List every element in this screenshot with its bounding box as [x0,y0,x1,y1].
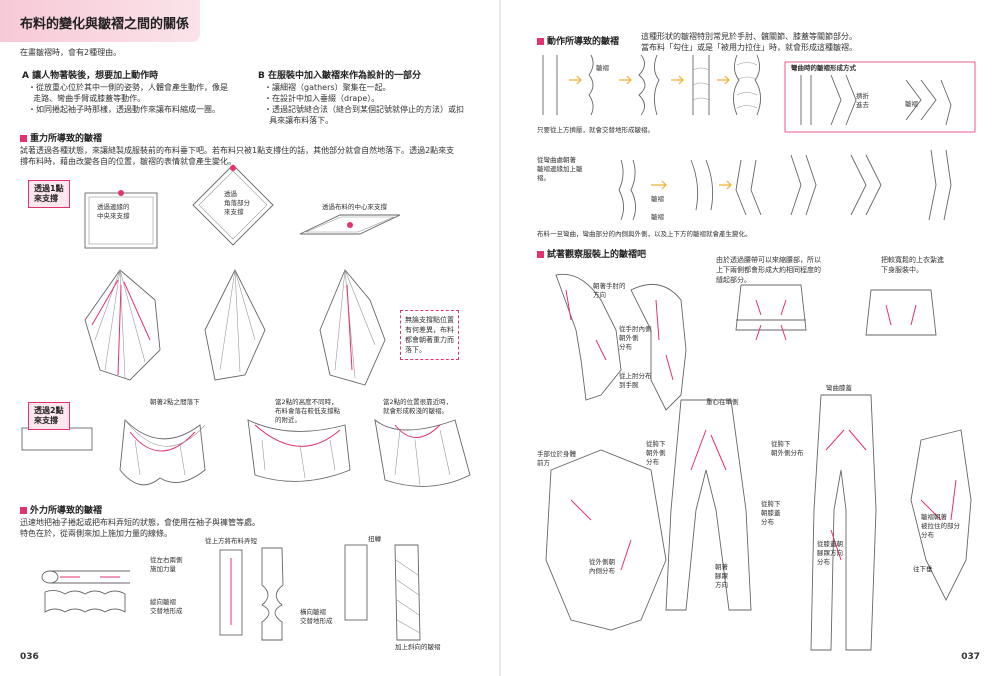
motion-illustrations [542,54,976,651]
label-between-points: 朝著2點之間落下 [150,398,200,406]
observe-heading: 試著觀察服裝上的皺褶吧 [537,247,646,260]
label-horizontal-folds: 橫向皺褶 交替地形成 [300,608,333,625]
label-diagonal-folds: 加上斜向的皺褶 [395,643,441,651]
label-edge-center: 透過邊緣的 中央來支撐 [97,203,130,220]
label-twist: 扭轉 [368,535,381,543]
label-close-points: 當2點的位置很靠近時， 就會形成較淺的皺褶。 [383,398,453,415]
observe-desc: 由於透過腰帶可以來縮腰部，所以 上下兩側都會形成大約相同程度的 縫起部分。 [716,256,821,284]
two-point-tag: 透過2點 來支撐 [28,402,70,430]
observe-label-10: 朝著 腳踝 方向 [715,563,728,589]
intro-text: 在畫皺褶時，會有2種理由。 [20,48,122,57]
observe-label-13: 往下垂 [913,565,933,573]
gravity-line-1: 試著透過各種狀態，來讓縫製成服裝前的布料垂下吧。若布料只被1點支撐住的話，其他部… [20,146,455,155]
observe-label-5: 手部位於身體 前方 [537,450,576,467]
observe-label-7: 從胯下 朝外側分布 [771,440,804,457]
bend-box-label-1: 擠折 進去 [856,92,869,109]
motion-label-inner-outer: 布料一旦彎曲，彎曲部分的內側與外側，以及上下方的皺褶就會產生變化。 [537,230,752,238]
reason-a-heading: A 讓人物著裝後，想要加上動作時 [22,71,159,81]
label-corner: 透過 角落部分 來支撐 [224,190,250,216]
bend-box-title: 彎曲時的皺褶形成方式 [791,64,856,72]
gravity-line-2: 撐布料時，藉由改變各自的位置，皺褶的表情就會產生變化。 [20,157,236,166]
motion-desc-1: 這種形狀的皺褶特別常見於手肘、髖關節、膝蓋等關節部分。 [641,32,857,41]
external-line-2: 特色在於，從兩側來加上施加力量的線條。 [20,529,172,538]
reason-b-heading: B 在服裝中加入皺褶來作為設計的一部分 [258,71,421,81]
observe-label-9: 從外側朝 內側分布 [589,558,615,575]
gravity-heading: 重力所導致的皺褶 [20,131,102,144]
motion-heading: 動作所導致的皺褶 [537,34,619,47]
bend-box-label-2: 皺褶 [905,100,918,108]
reason-b-line-3: ・透過記號縫合法（縫合到某個記號就停止的方法）或扣 [264,105,464,114]
label-both-sides: 從左右兩側 施加力量 [150,556,183,573]
motion-label-bend: 從彎曲處朝著 皺褶邊緣加上皺 褶。 [537,156,583,182]
observe-desc-2: 把較寬鬆的上衣紮進 下身服裝中。 [881,256,944,274]
external-line-1: 迅速地把袖子捲起或把布料弄短的狀態，會使用在袖子與褲管等處。 [20,518,260,527]
label-vertical-folds: 縱向皺褶 交替地形成 [150,598,183,615]
label-cloth-center: 透過布料的中心來支撐 [322,203,387,211]
label-shorten-from-top: 從上方將布料弄短 [205,537,257,545]
reason-b-line-1: ・讓細褶（gathers）聚集在一起。 [264,83,391,92]
left-page: 布料的變化與皺褶之間的關係 在畫皺褶時，會有2種理由。 A 讓人物著裝後，想要加… [0,0,499,676]
page-gutter [499,0,501,676]
motion-label-fold-2: 皺褶 [651,195,664,203]
label-different-height: 當2點的高度不同時， 布料會落在較低支撐點 的附近。 [275,398,340,424]
observe-label-2: 從上肘分布 到手腕 [619,372,652,389]
observe-label-12: 皺褶朝著 被拉住的部分 分布 [921,513,960,539]
gravity-note: 無論支撐點位置 有何差異，布料 都會朝著重力而 落下。 [400,310,459,360]
motion-label-fold-3: 皺褶 [651,213,664,221]
external-heading: 外力所導致的皺褶 [20,503,102,516]
right-page: 動作所導致的皺褶 這種形狀的皺褶特別常見於手肘、髖關節、膝蓋等關節部分。 當布料… [501,0,1000,676]
one-point-tag: 透過1點 來支撐 [28,180,70,208]
observe-label-8: 從胯下 朝膝蓋 分布 [761,500,781,526]
observe-label-1: 從手肘內側 朝外側 分布 [619,325,652,351]
motion-label-fold-1: 皺褶 [596,64,609,72]
reason-b-line-4: 具來讓布料落下。 [264,116,334,125]
page-title: 布料的變化與皺褶之間的關係 [20,17,190,32]
reason-a-line-2: 走路、彎曲手臂或膝蓋等動作。 [28,94,146,103]
page-number-left: 036 [20,652,39,662]
reason-a-line-1: ・從放重心位於其中一側的姿勢，人體會產生動作，像是 [28,83,228,92]
reason-b-line-2: ・在設計中加入垂綴（drape）。 [264,94,380,103]
observe-label-4: 彎曲膝蓋 [826,384,852,392]
reason-a-line-3: ・如同捲起袖子時那樣，透過動作來讓布料縮成一團。 [28,105,220,114]
motion-label-compress: 只要從上方擠壓，就會交替地形成皺褶。 [537,126,654,134]
observe-label-11: 從膝蓋朝 腳踝方向 分布 [817,540,843,566]
observe-label-0: 朝著手肘的 方向 [593,282,626,299]
title-band [0,0,200,42]
observe-label-6: 從胯下 朝外側 分布 [646,440,666,466]
observe-label-3: 重心在單側 [706,398,739,406]
page-number-right: 037 [961,652,980,662]
motion-desc-2: 當布料「勾住」或是「被用力拉住」時，就會形成這種皺褶。 [641,43,857,52]
gravity-illustrations [21,164,471,641]
